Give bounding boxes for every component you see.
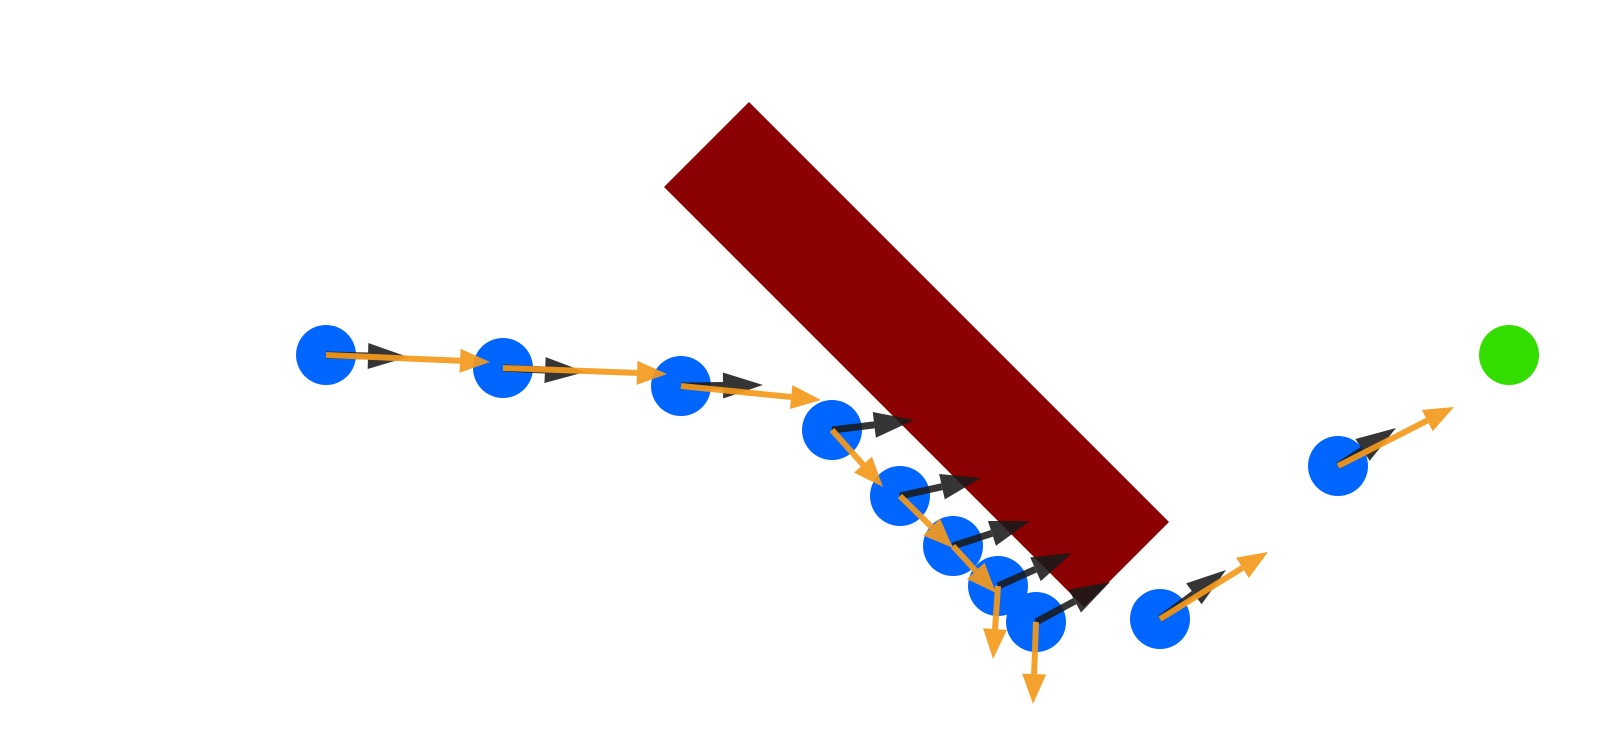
command-arrow-7 — [983, 585, 1008, 659]
heading-arrow-8 — [1034, 582, 1110, 626]
command-arrow-4 — [829, 427, 883, 487]
heading-arrow-4 — [831, 411, 914, 438]
heading-arrow-5 — [899, 473, 981, 500]
heading-arrow-7 — [996, 553, 1072, 590]
command-arrow-3 — [680, 383, 821, 409]
command-arrow-9 — [1158, 552, 1268, 622]
command-arrow-layer — [325, 348, 1454, 704]
goal-layer — [1479, 325, 1539, 385]
command-arrow-5 — [897, 493, 953, 548]
obstacle-wall — [664, 102, 1169, 607]
heading-arrow-6 — [951, 520, 1030, 550]
command-arrow-1 — [325, 348, 490, 373]
goal-marker — [1479, 325, 1539, 385]
command-arrow-10 — [1336, 407, 1454, 469]
command-arrow-2 — [502, 360, 667, 385]
command-arrow-8 — [1022, 621, 1047, 704]
obstacle-layer — [664, 102, 1169, 607]
command-arrow-6 — [950, 543, 996, 593]
